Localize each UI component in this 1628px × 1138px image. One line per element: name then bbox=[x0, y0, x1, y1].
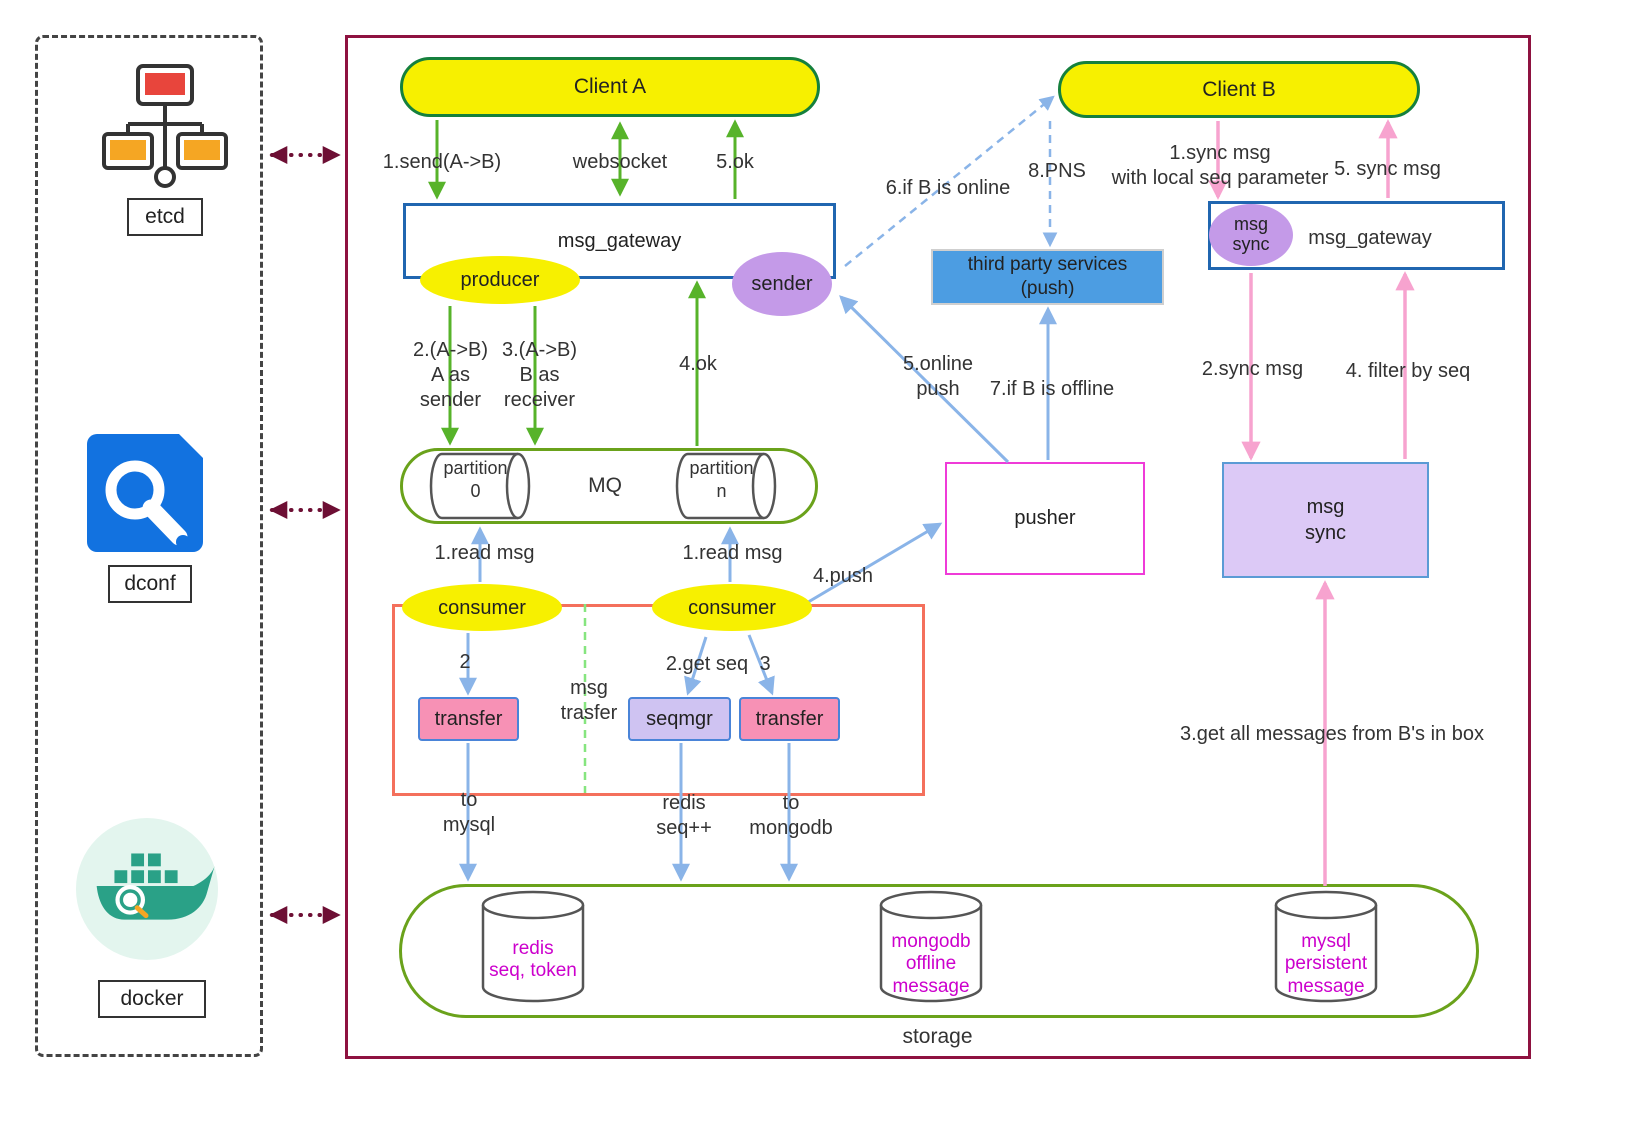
label-online-push: 5.online push bbox=[902, 353, 974, 400]
transfer-right-node: transfer bbox=[739, 697, 840, 741]
label-4ok: 4.ok bbox=[679, 353, 717, 375]
third-party-services-node: third party services (push) bbox=[931, 249, 1164, 305]
label-step2: 2 bbox=[459, 651, 471, 673]
storage-title: storage bbox=[902, 1025, 973, 1048]
consumer-right-ellipse: consumer bbox=[652, 584, 812, 631]
msg-gateway-b-title: msg_gateway bbox=[1308, 227, 1432, 249]
label-redis-seq: redis seq++ bbox=[656, 792, 712, 839]
label-5ok: 5.ok bbox=[716, 151, 754, 173]
mysql-db-label: mysql persistent message bbox=[1284, 931, 1368, 997]
dconf-label: dconf bbox=[108, 565, 192, 603]
dconf-icon bbox=[87, 434, 203, 552]
etcd-label: etcd bbox=[127, 198, 203, 236]
label-send: 1.send(A->B) bbox=[382, 151, 502, 173]
label-if-b-offline: 7.if B is offline bbox=[989, 378, 1115, 400]
label-to-mysql: to mysql bbox=[442, 789, 496, 836]
label-4push: 4.push bbox=[812, 565, 874, 587]
seqmgr-node: seqmgr bbox=[628, 697, 731, 741]
infra-panel bbox=[35, 35, 263, 1057]
partition-0-cylinder-icon bbox=[429, 452, 531, 520]
label-filter-by-seq: 4. filter by seq bbox=[1345, 360, 1471, 382]
client-b-node: Client B bbox=[1058, 61, 1420, 118]
partition-0-label: partition 0 bbox=[443, 458, 508, 502]
label-to-mongodb: to mongodb bbox=[749, 792, 833, 839]
label-websocket: websocket bbox=[572, 151, 668, 173]
pusher-node: pusher bbox=[945, 462, 1145, 575]
mq-title: MQ bbox=[588, 474, 622, 497]
label-sync1: 1.sync msg with local seq parameter bbox=[1111, 142, 1329, 189]
partition-n-cylinder-icon bbox=[675, 452, 777, 520]
label-pns: 8.PNS bbox=[1028, 160, 1086, 182]
label-get-all-messages: 3.get all messages from B's in box bbox=[1180, 723, 1484, 745]
label-if-b-online: 6.if B is online bbox=[885, 177, 1011, 199]
label-read-msg-left: 1.read msg bbox=[434, 542, 535, 564]
partition-n-label: partition n bbox=[689, 458, 754, 502]
label-sync2: 2.sync msg bbox=[1201, 358, 1304, 380]
label-b-as-receiver: 3.(A->B) B as receiver bbox=[501, 339, 578, 411]
mysql-cylinder-icon bbox=[1274, 890, 1378, 1003]
msg-sync-ellipse: msg sync bbox=[1209, 204, 1293, 266]
mongodb-db-label: mongodb offline message bbox=[891, 931, 971, 997]
producer-ellipse: producer bbox=[420, 256, 580, 304]
main-panel bbox=[345, 35, 1531, 1059]
docker-label: docker bbox=[98, 980, 206, 1018]
etcd-icon bbox=[102, 64, 228, 188]
mongodb-cylinder-icon bbox=[879, 890, 983, 1003]
client-a-node: Client A bbox=[400, 57, 820, 117]
label-msg-trasfer: msg trasfer bbox=[560, 677, 618, 724]
consumer-left-ellipse: consumer bbox=[402, 584, 562, 631]
redis-cylinder-icon bbox=[481, 890, 585, 1003]
label-get-seq: 2.get seq bbox=[665, 653, 749, 675]
docker-icon bbox=[75, 817, 219, 961]
label-read-msg-right: 1.read msg bbox=[682, 542, 783, 564]
sender-ellipse: sender bbox=[732, 252, 832, 316]
label-sync5: 5. sync msg bbox=[1334, 158, 1441, 180]
label-a-as-sender: 2.(A->B) A as sender bbox=[412, 339, 489, 411]
redis-db-label: redis seq, token bbox=[489, 938, 577, 982]
label-step3: 3 bbox=[759, 653, 771, 675]
msg-sync-node: msg sync bbox=[1222, 462, 1429, 578]
transfer-left-node: transfer bbox=[418, 697, 519, 741]
